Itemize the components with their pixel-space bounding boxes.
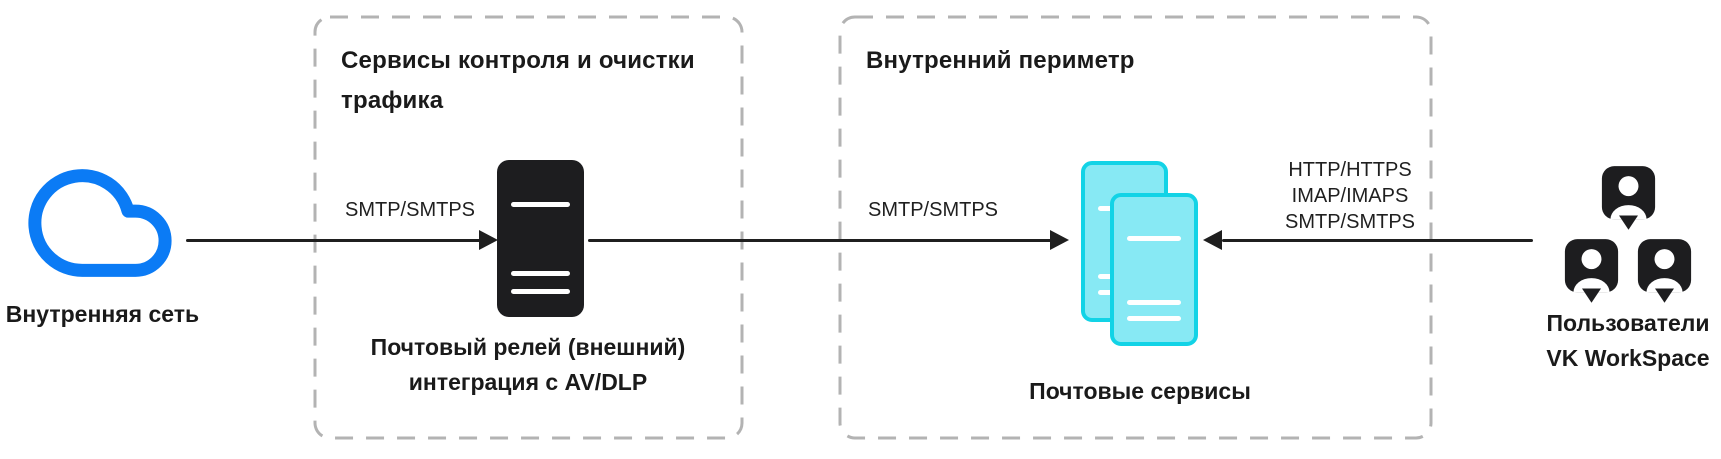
mail-relay-label-line1: Почтовый релей (внешний) (370, 334, 686, 360)
zone-traffic-control-border (313, 15, 744, 440)
arrow-network-to-relay (186, 239, 482, 242)
server-slot-line (510, 202, 571, 208)
zone-internal-perimeter-title: Внутренний периметр (866, 47, 1135, 74)
edge-label-smtp: SMTP/SMTPS (1284, 211, 1415, 233)
zone-traffic-control: Сервисы контроля и очистки трафика (313, 15, 744, 440)
server-slot-line (1126, 236, 1182, 242)
user-group-icon (1560, 164, 1695, 303)
internal-network-label: Внутренняя сеть (5, 301, 200, 327)
user-icon (1637, 239, 1692, 303)
arrow-relay-to-services (588, 239, 1052, 242)
zone-internal-perimeter-border (838, 15, 1433, 440)
edge-label-network-to-relay: SMTP/SMTPS (344, 199, 475, 221)
stacked-servers-icon (1081, 161, 1198, 346)
server-icon (497, 160, 584, 317)
mail-relay-label: Почтовый релей (внешний) интеграция с AV… (363, 330, 693, 400)
mail-services-label: Почтовые сервисы (1029, 378, 1251, 404)
server-slot-line (510, 271, 571, 277)
server-slot-line (1126, 299, 1182, 305)
arrow-users-to-services (1222, 239, 1533, 242)
users-label-line1: Пользователи (1546, 310, 1710, 336)
mail-service-front (1110, 193, 1198, 346)
edge-label-http: HTTP/HTTPS (1288, 159, 1412, 181)
cloud-icon (28, 169, 172, 277)
zone-internal-perimeter: Внутренний периметр (838, 15, 1433, 440)
arrow-users-to-services-head (1203, 230, 1222, 250)
arrow-network-to-relay-head (479, 230, 498, 250)
edge-label-relay-to-services: SMTP/SMTPS (867, 199, 998, 221)
mail-relay-label-line2: интеграция с AV/DLP (408, 369, 648, 395)
arrow-relay-to-services-head (1050, 230, 1069, 250)
users-label-line2: VK WorkSpace (1546, 345, 1710, 371)
users-label: Пользователи VK WorkSpace (1498, 306, 1721, 376)
server-slot-line (510, 288, 571, 294)
user-icon (1564, 239, 1619, 303)
zone-traffic-control-title: Сервисы контроля и очистки трафика (341, 47, 695, 114)
edge-label-users-to-services: HTTP/HTTPS IMAP/IMAPS SMTP/SMTPS (1270, 157, 1430, 235)
server-slot-line (1126, 315, 1182, 321)
edge-label-imap: IMAP/IMAPS (1291, 185, 1409, 207)
user-icon (1601, 166, 1656, 230)
